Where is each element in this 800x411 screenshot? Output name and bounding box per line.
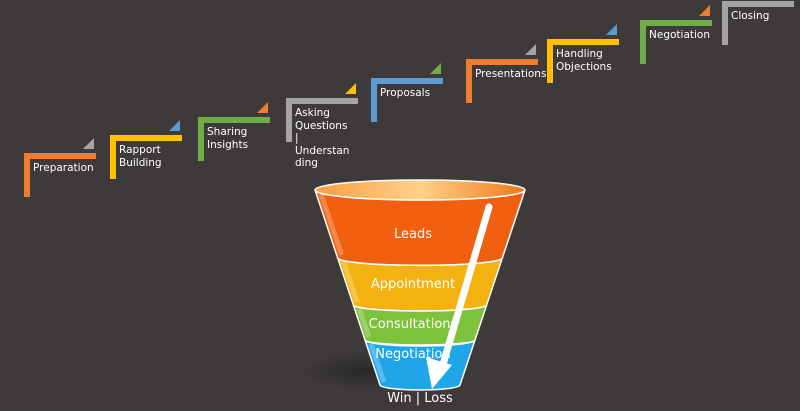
step-bar [722, 1, 728, 45]
step-bar [371, 78, 377, 122]
funnel-stage-1: Leads [314, 189, 526, 267]
step-tab-icon [606, 24, 617, 35]
step-bar [547, 39, 619, 45]
step-bar [547, 39, 553, 83]
step-9 [722, 1, 794, 45]
funnel-stage-4: Negotiation [364, 339, 476, 391]
step-4 [286, 83, 358, 142]
funnel-stage-2: Appointment [336, 257, 504, 312]
funnel-stage-label: Negotiation [375, 347, 451, 362]
step-label: Sharing Insights [207, 126, 249, 151]
step-tab-icon [83, 138, 94, 149]
funnel-highlight [318, 193, 345, 256]
step-6 [466, 44, 538, 103]
step-bar [198, 117, 204, 161]
step-bar [110, 135, 116, 179]
step-tab-icon [345, 83, 356, 94]
step-label: Rapport Building [119, 144, 162, 169]
step-7 [547, 24, 619, 83]
step-tab-icon [699, 5, 710, 16]
step-bar [722, 1, 794, 7]
step-8 [640, 5, 712, 64]
step-5 [371, 63, 443, 122]
step-tab-icon [430, 63, 441, 74]
outcome-label: Win | Loss [387, 391, 453, 406]
step-bar [466, 59, 538, 65]
step-bar [110, 135, 182, 141]
step-label: Proposals [380, 87, 431, 99]
funnel-highlight [341, 261, 360, 303]
step-bar [286, 98, 292, 142]
funnel-highlight [356, 308, 372, 338]
step-label: Preparation [33, 162, 94, 174]
step-bar [640, 20, 646, 64]
step-bar [198, 117, 270, 123]
step-tab-icon [257, 102, 268, 113]
flow-arrow-icon [426, 203, 493, 389]
step-label: Asking Questions | Understan ding [295, 107, 350, 169]
funnel-rim [314, 179, 526, 201]
funnel-stage-label: Consultations [369, 317, 458, 332]
step-bar [640, 20, 712, 26]
funnel-stage-3: Consultations [352, 304, 488, 346]
step-label: Presentations [475, 68, 547, 80]
step-bar [24, 153, 96, 159]
funnel-highlight [368, 343, 387, 383]
step-tab-icon [525, 44, 536, 55]
step-1 [24, 138, 96, 197]
step-label: Handling Objections [556, 48, 612, 73]
step-2 [110, 120, 182, 179]
step-bar [286, 98, 358, 104]
funnel-stage-label: Appointment [371, 277, 455, 292]
step-bar [466, 59, 472, 103]
step-bar [371, 78, 443, 84]
step-3 [198, 102, 270, 161]
step-label: Negotiation [649, 29, 710, 41]
funnel-stage-label: Leads [394, 227, 432, 242]
step-label: Closing [731, 10, 770, 22]
step-tab-icon [169, 120, 180, 131]
step-bar [24, 153, 30, 197]
